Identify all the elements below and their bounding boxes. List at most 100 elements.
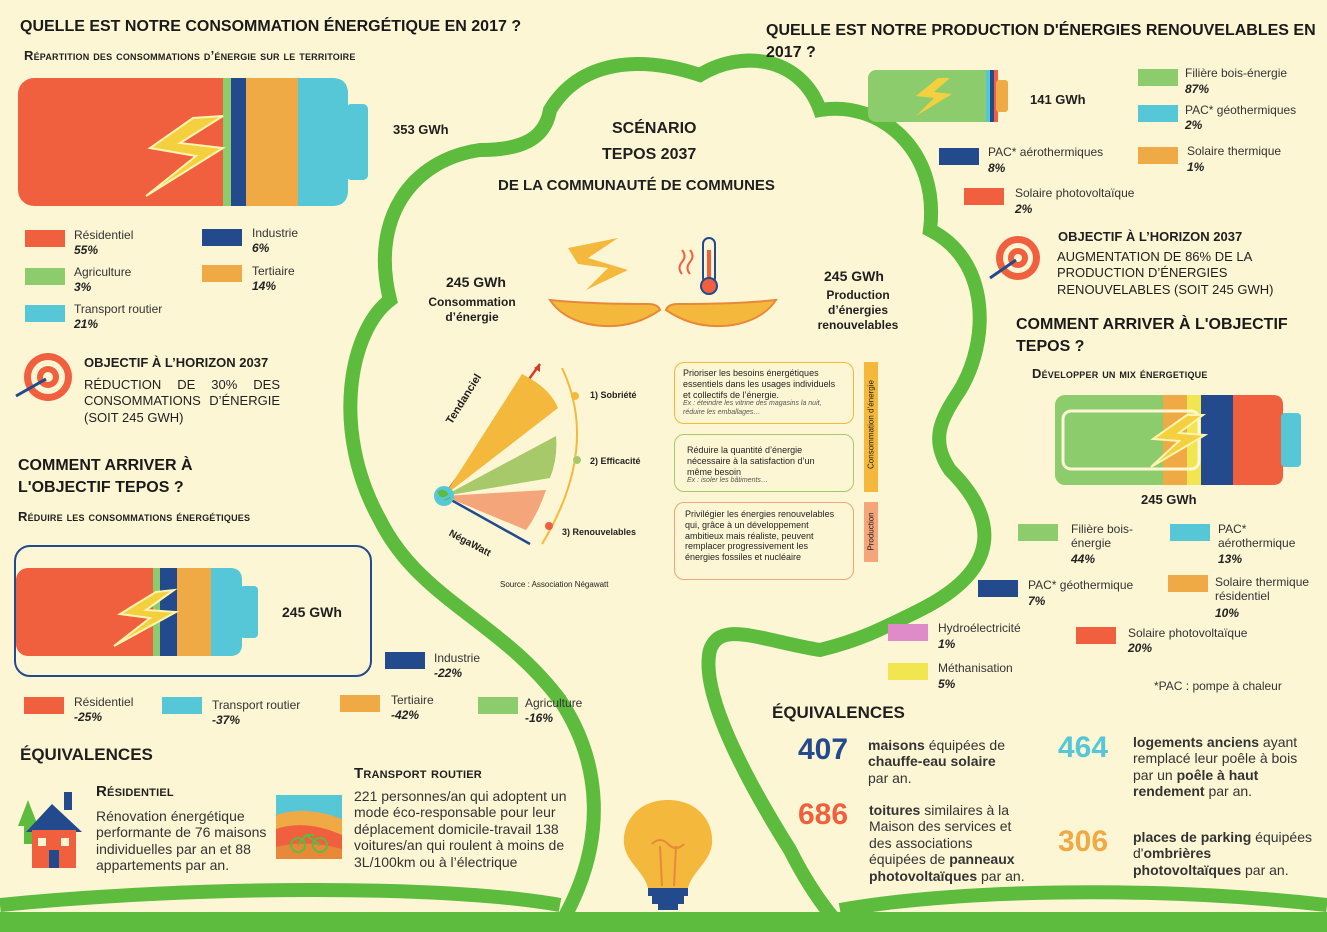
- reduction-value-industrie: -22%: [434, 666, 463, 680]
- transport-equiv-title: Transport routier: [354, 765, 482, 782]
- pac-note: *PAC : pompe à chaleur: [1154, 679, 1282, 693]
- mix-value-methanisation: 5%: [938, 677, 956, 691]
- prod-value-bois: 87%: [1185, 82, 1210, 96]
- mix-swatch-solaire-thermique: [1168, 575, 1208, 592]
- reduction-value-residentiel: -25%: [74, 710, 103, 724]
- center-title-3: DE LA COMMUNAUTÉ DE COMMUNES: [498, 177, 775, 194]
- consommation-tag-label: Consommation d’énergie: [866, 380, 876, 469]
- left-equiv-title: ÉQUIVALENCES: [20, 745, 153, 764]
- reduction-label-residentiel: Résidentiel: [74, 695, 134, 709]
- mix-label-photovoltaique: Solaire photovoltaïque: [1128, 626, 1248, 640]
- left-title: QUELLE EST NOTRE CONSOMMATION ÉNERGÉTIQU…: [20, 18, 522, 35]
- equiv-text-logements: logements anciens ayant remplacé leur po…: [1133, 734, 1298, 800]
- left-how-subtitle: Réduire les consommations énergétiques: [18, 509, 251, 524]
- consommation-tag: Consommation d’énergie: [864, 362, 878, 492]
- right-how-subtitle: Développer un mix énergetique: [1032, 366, 1208, 381]
- prod-swatch-bois: [1138, 69, 1178, 86]
- legend-swatch-agriculture: [25, 268, 65, 285]
- legend-label-agriculture: Agriculture: [74, 265, 132, 279]
- reduction-label-transport: Transport routier: [212, 698, 301, 712]
- residentiel-equiv-title: Résidentiel: [96, 783, 174, 800]
- mix-swatch-geothermique: [978, 580, 1018, 597]
- battery-frame: [14, 545, 372, 677]
- center-left-value: 245 GWh: [446, 274, 506, 290]
- prod-swatch-solaire-thermique: [1138, 147, 1178, 164]
- prod-value-aerothermique: 8%: [988, 161, 1006, 175]
- house-icon: [18, 792, 82, 868]
- mix-label-hydro: Hydroélectricité: [938, 621, 1021, 635]
- mix-value-photovoltaique: 20%: [1128, 641, 1153, 655]
- negawatt-scenario-diagram: [434, 363, 581, 546]
- legend-swatch-tertiaire: [202, 265, 242, 282]
- hands-energy-icon: [548, 237, 778, 328]
- left-subtitle: Répartition des consommations d’énergie …: [24, 48, 356, 63]
- prod-value-solaire-thermique: 1%: [1187, 160, 1205, 174]
- step-sobriete: 1) Sobriété: [590, 390, 637, 400]
- right-how-title: COMMENT ARRIVER À L'OBJECTIF TEPOS ?: [1016, 316, 1288, 355]
- step-renouvelables: 3) Renouvelables: [562, 527, 637, 537]
- prod-value-photovoltaique: 2%: [1015, 202, 1033, 216]
- mix-swatch-hydro: [888, 624, 928, 641]
- mix-label-bois: Filière bois-énergie: [1071, 522, 1134, 550]
- mix-value-bois: 44%: [1071, 552, 1096, 566]
- efficacite-box-example: Ex : isoler les bâtiments…: [687, 477, 768, 485]
- reduction-value-transport: -37%: [212, 713, 241, 727]
- reduction-swatch-agriculture: [478, 697, 518, 714]
- prod-swatch-photovoltaique: [964, 188, 1004, 205]
- prod-label-photovoltaique: Solaire photovoltaïque: [1015, 186, 1135, 200]
- battery-production-2017: [868, 70, 1008, 122]
- equiv-number-logements: 464: [1058, 731, 1109, 764]
- left-how-title: COMMENT ARRIVER À L'OBJECTIF TEPOS ?: [18, 457, 193, 496]
- prod-label-bois: Filière bois-énergie: [1185, 66, 1288, 80]
- mix-value-geothermique: 7%: [1028, 594, 1046, 608]
- target-icon: [989, 236, 1040, 280]
- prod-label-aerothermique: PAC* aérothermiques: [988, 145, 1104, 159]
- sobriete-box: Prioriser les besoins énergétiques essen…: [674, 362, 854, 424]
- sobriete-box-example: Ex : éteindre les vitrine des magasins l…: [683, 400, 822, 416]
- mix-value-hydro: 1%: [938, 637, 956, 651]
- light-bulb-icon: [623, 800, 713, 910]
- efficacite-box: Réduire la quantité d’énergie nécessaire…: [674, 434, 854, 492]
- sobriete-box-text: Prioriser les besoins énergétiques essen…: [683, 368, 836, 400]
- mix-swatch-bois: [1018, 524, 1058, 541]
- legend-value-agriculture: 3%: [74, 280, 92, 294]
- reduction-swatch-transport: [162, 697, 202, 714]
- right-equiv-title: ÉQUIVALENCES: [772, 703, 905, 722]
- mix-value-aerothermique: 13%: [1218, 552, 1243, 566]
- residentiel-equiv-text: Rénovation énergétique performante de 76…: [96, 808, 267, 874]
- equiv-text-maisons: maisons équipées de chauffe-eau solaire …: [868, 737, 1005, 786]
- center-title-2: TEPOS 2037: [602, 146, 697, 163]
- legend-label-transport: Transport routier: [74, 302, 163, 316]
- battery-mix-2037: [1055, 395, 1301, 485]
- left-objective-text: RÉDUCTION DE 30% DES CONSOMMATIONS D’ÉNE…: [84, 377, 280, 425]
- equiv-number-toitures: 686: [798, 798, 849, 831]
- legend-label-industrie: Industrie: [252, 226, 299, 240]
- prod-swatch-aerothermique: [939, 148, 979, 165]
- mix-swatch-photovoltaique: [1076, 627, 1116, 644]
- target-icon: [15, 353, 72, 401]
- battery-consumption-2037: [16, 568, 258, 656]
- left-total2: 245 GWh: [282, 604, 342, 620]
- transport-equiv-text: 221 personnes/an qui adoptent un mode éc…: [354, 788, 567, 870]
- right-objective-title: OBJECTIF À L’HORIZON 2037: [1058, 229, 1243, 244]
- reduction-value-tertiaire: -42%: [391, 708, 420, 722]
- right-total2: 245 GWh: [1141, 492, 1197, 507]
- source-note: Source : Association Négawatt: [500, 580, 609, 589]
- equiv-number-parking: 306: [1058, 825, 1109, 858]
- renouvelables-box-text: Privilégier les énergies renouvelables q…: [685, 509, 835, 563]
- legend-label-residentiel: Résidentiel: [74, 228, 134, 242]
- mix-swatch-methanisation: [888, 663, 928, 680]
- efficacite-box-text: Réduire la quantité d’énergie nécessaire…: [687, 445, 815, 477]
- bicycle-landscape-icon: [276, 795, 342, 859]
- prod-label-solaire-thermique: Solaire thermique: [1187, 144, 1282, 158]
- prod-swatch-geothermique: [1138, 105, 1178, 122]
- center-right-value: 245 GWh: [824, 268, 884, 284]
- prod-label-geothermique: PAC* géothermiques: [1185, 103, 1297, 117]
- legend-value-industrie: 6%: [252, 241, 270, 255]
- reduction-swatch-industrie: [385, 652, 425, 669]
- step-efficacite: 2) Efficacité: [590, 456, 641, 466]
- left-objective-title: OBJECTIF À L’HORIZON 2037: [84, 355, 269, 370]
- equiv-text-parking: places de parking équipées d'ombrières p…: [1133, 829, 1312, 878]
- right-objective-text: AUGMENTATION DE 86% DE LA PRODUCTION D’É…: [1057, 249, 1274, 297]
- equiv-number-maisons: 407: [798, 733, 849, 766]
